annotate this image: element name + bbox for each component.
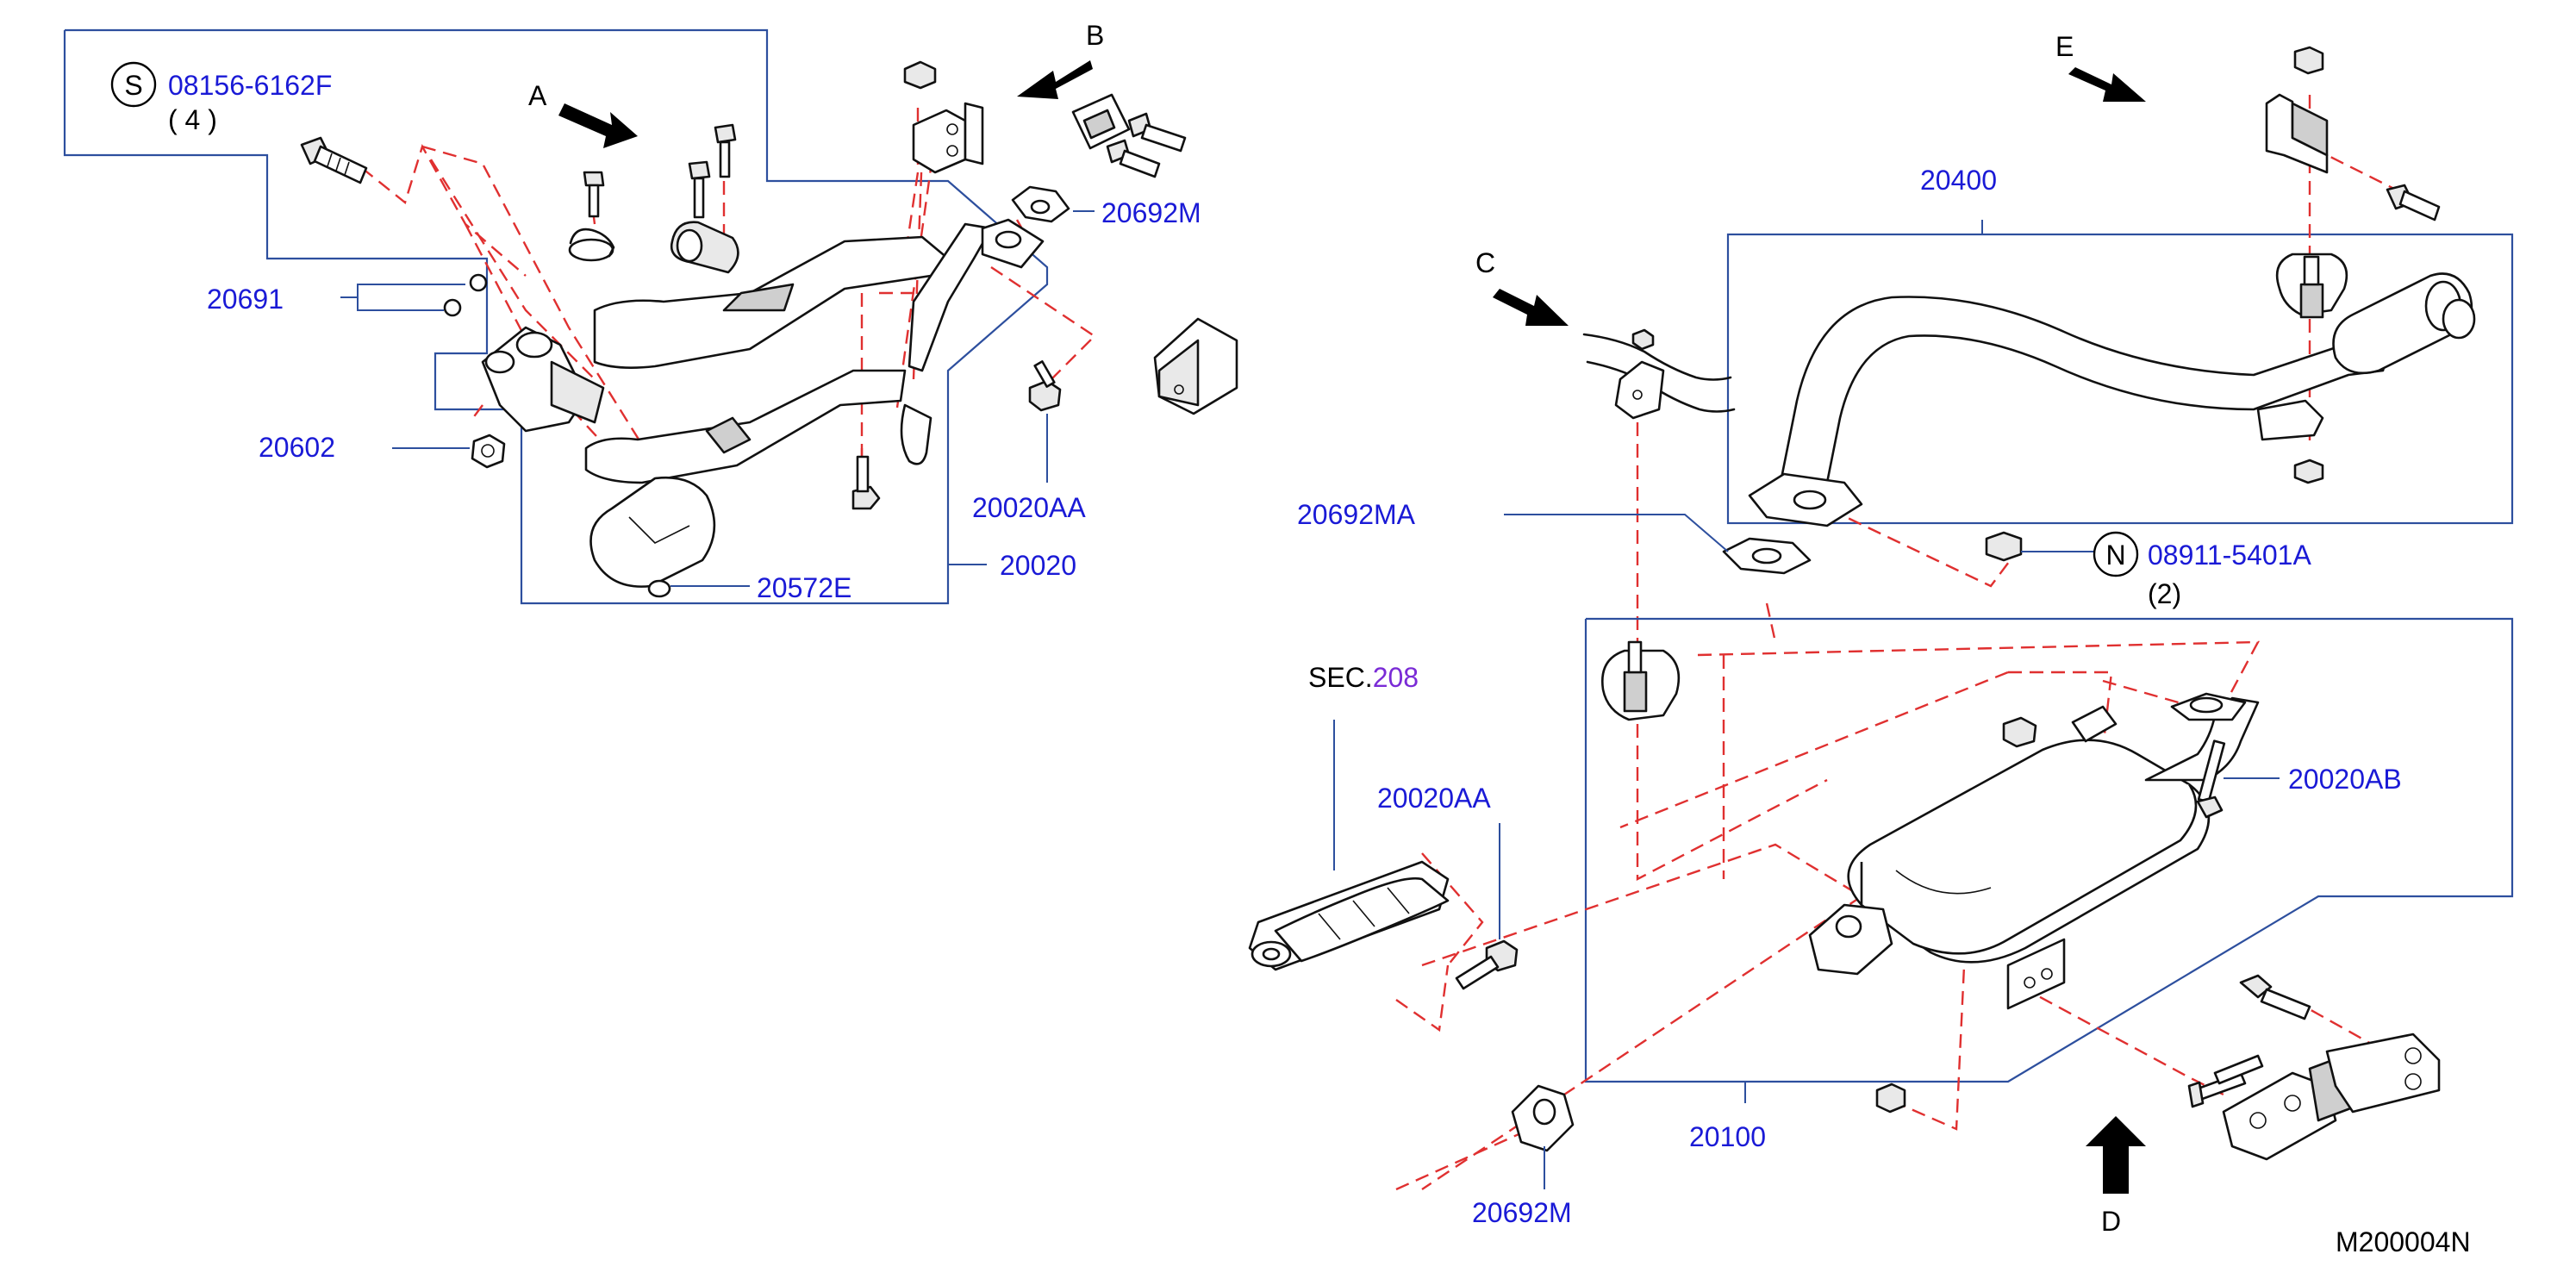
catalytic-converter-icon [1248,860,1450,971]
view-a-arrow-icon [558,103,638,148]
muffler-group: 20100 [1248,602,2514,1237]
label-20692m-top[interactable]: 20692M [1101,197,1201,228]
view-e-label: E [2055,31,2074,62]
clamp-bolts-icon [568,123,739,274]
label-20020aa-top[interactable]: 20020AA [972,492,1086,523]
label-20020[interactable]: 20020 [1000,550,1076,581]
label-20602[interactable]: 20602 [259,432,335,463]
n-symbol-circle [2093,531,2139,577]
view-c-pipe-icon [1582,328,1736,420]
bracket-right-icon [1153,317,1238,415]
tail-tube-20400-icon [1748,272,2476,527]
view-d-arrow-icon [2086,1116,2146,1194]
front-tube-frame [63,28,1049,605]
bolts-bottom-icon [851,403,932,510]
s-symbol: S [124,70,142,101]
view-d-label: D [2101,1206,2121,1237]
label-20400[interactable]: 20400 [1920,165,1997,196]
leader-20691 [340,284,465,298]
label-20692ma[interactable]: 20692MA [1297,499,1416,530]
label-20020aa-mid[interactable]: 20020AA [1377,783,1491,814]
rubber-mount-lower-icon [1600,640,1681,721]
view-c-label: C [1475,247,1495,278]
label-20692m-bottom[interactable]: 20692M [1472,1197,1572,1228]
nut-bottom-icon [1875,1082,1906,1114]
view-b-arrow-icon [1017,60,1093,99]
nut-tail-icon [2293,459,2324,484]
label-20691[interactable]: 20691 [207,284,284,315]
tail-tube-group: 20400 E [1297,31,2514,881]
label-20020ab[interactable]: 20020AB [2288,764,2402,795]
muffler-20100-icon [1808,692,2260,1010]
label-20100[interactable]: 20100 [1689,1121,1766,1152]
gasket-20692m-top-icon [1011,185,1070,223]
view-e-arrow-icon [2068,67,2146,102]
view-d-bracket-icon [2187,974,2441,1161]
view-c-arrow-icon [1493,289,1569,326]
view-b-label: B [1086,20,1104,51]
nut-20602-icon [471,434,506,469]
s-symbol-circle [110,61,157,108]
n-part-number[interactable]: 08911-5401A [2148,540,2311,571]
s-quantity: ( 4 ) [168,104,217,135]
rubber-mount-upper-icon [2275,253,2348,319]
drawing-id: M200004N [2336,1226,2471,1257]
front-tube-group: S 08156-6162F ( 4 ) A B 20691 20602 2069… [63,20,1238,605]
bolt-20020ab-icon [2196,739,2226,819]
label-20572e[interactable]: 20572E [757,572,851,603]
bolt-20020aa-top-icon [1028,360,1062,412]
view-a-label: A [528,80,547,111]
hanger-bracket-e-icon [2265,46,2441,221]
muffler-frame [1584,617,2514,1083]
s-part-number[interactable]: 08156-6162F [168,70,332,101]
view-b-bracket-icon [903,60,1187,178]
section-ref[interactable]: SEC.208 [1308,662,1419,693]
n-symbol: N [2105,540,2125,571]
bolt-08156-icon [300,136,368,184]
leader-20692ma [1504,514,1729,552]
nut-08911-icon [1985,531,2023,562]
n-quantity: (2) [2148,578,2181,609]
bolt-20020aa-mid-icon [1455,939,1519,990]
washers-20691-icon [443,273,488,317]
front-tube-20020-icon [481,218,1045,598]
